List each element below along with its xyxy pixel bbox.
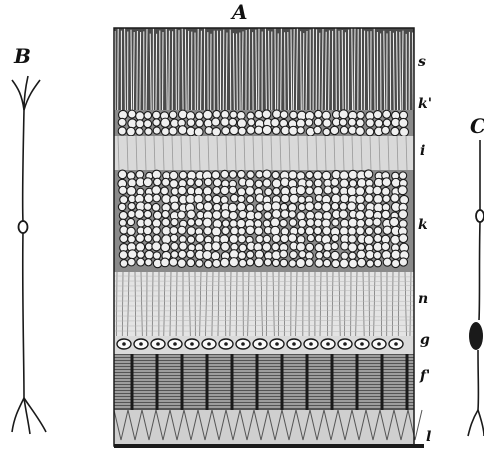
retina-section-drawing <box>114 28 424 446</box>
panel-label-b: B <box>14 46 31 66</box>
layer-label-g: g <box>420 333 430 347</box>
layer-label-l: l <box>426 430 431 444</box>
layer-label-f-prime: f' <box>420 369 430 383</box>
layer-label-k-prime: k' <box>418 97 432 111</box>
layer-i-granular <box>114 136 414 170</box>
cell-c-upper-body <box>476 210 484 222</box>
layer-label-k: k <box>418 218 428 232</box>
layer-f-fibres <box>114 354 414 410</box>
layer-s-rods <box>114 28 414 110</box>
panel-label-a: A <box>232 2 248 22</box>
cell-c-lower-body <box>469 322 483 350</box>
cell-c-drawing <box>468 140 484 436</box>
layer-label-n: n <box>418 292 428 306</box>
layer-label-i: i <box>420 144 425 158</box>
cell-b-drawing <box>12 76 46 434</box>
cell-b-body <box>19 221 28 233</box>
layer-s-fill <box>114 28 414 110</box>
panel-label-c: C <box>470 116 484 136</box>
layer-k-prime-nuclei <box>114 110 414 137</box>
layer-label-s: s <box>418 55 426 69</box>
layer-l-membrane <box>114 410 424 446</box>
layer-g-ganglion <box>114 336 414 354</box>
layer-n-fibres <box>114 272 414 336</box>
layer-k-nuclei <box>114 170 414 272</box>
